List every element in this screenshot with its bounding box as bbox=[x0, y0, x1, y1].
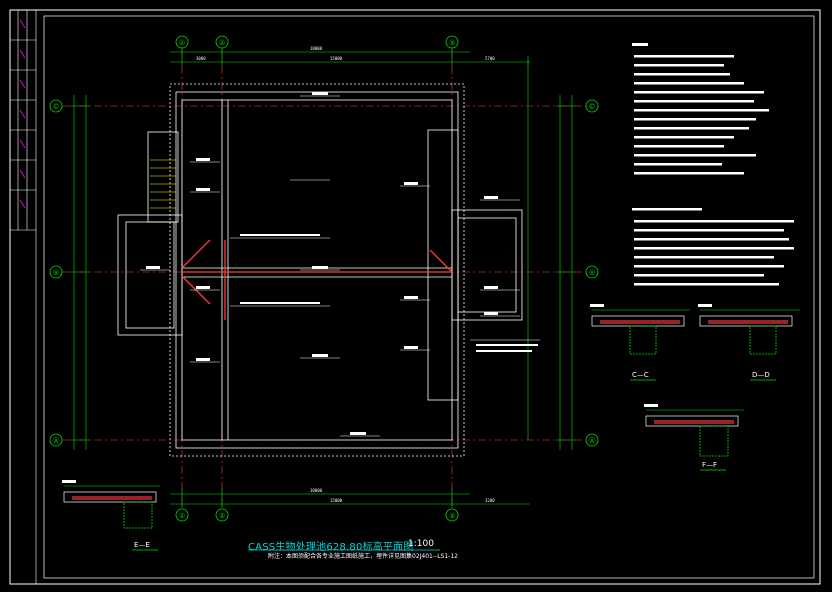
svg-text:15000: 15000 bbox=[330, 498, 343, 503]
axis-label-row-a-right: Ⓐ bbox=[589, 437, 596, 445]
pipe-network bbox=[181, 239, 453, 320]
section-f-f bbox=[644, 404, 744, 457]
svg-text:15000: 15000 bbox=[330, 56, 343, 61]
axis-label-col-1: ① bbox=[179, 39, 185, 47]
svg-text:5700: 5700 bbox=[485, 56, 495, 61]
drawing-note: 附注：本图须配合各专业施工图纸施工，埋件详见图集02J401--LS1-12 bbox=[268, 553, 458, 560]
axis-label-row-c: © bbox=[53, 103, 60, 111]
notes-block bbox=[632, 43, 794, 286]
section-label-d-d: D—D bbox=[752, 371, 770, 379]
svg-text:18000: 18000 bbox=[310, 488, 323, 493]
axis-grid-lines bbox=[62, 50, 595, 515]
drawing-scale: 1:100 bbox=[408, 539, 434, 549]
axis-label-col-1-bottom: ① bbox=[179, 512, 185, 520]
section-label-c-c: C—C bbox=[632, 371, 649, 379]
axis-bubble-labels: ① ② ③ ① ② ③ © ® Ⓐ © ® Ⓐ bbox=[53, 39, 596, 520]
axis-label-col-3: ③ bbox=[449, 39, 455, 47]
section-label-e-e: E—E bbox=[134, 541, 150, 549]
axis-label-row-a: Ⓐ bbox=[53, 437, 60, 445]
annotation-tags bbox=[140, 95, 540, 437]
svg-text:3000: 3000 bbox=[196, 56, 206, 61]
title-block-marks bbox=[19, 19, 26, 209]
section-e-e bbox=[62, 480, 160, 529]
axis-label-row-b-right: ® bbox=[589, 269, 596, 277]
inner-border bbox=[43, 15, 815, 579]
svg-text:3200: 3200 bbox=[485, 498, 495, 503]
dimension-lines bbox=[70, 46, 576, 508]
axis-bubbles bbox=[49, 35, 599, 522]
axis-label-row-b: ® bbox=[53, 269, 60, 277]
section-d-d bbox=[698, 304, 800, 355]
title-block-strip bbox=[9, 9, 37, 585]
section-label-f-f: F—F bbox=[702, 461, 718, 469]
annotation-ticks bbox=[146, 92, 538, 435]
axis-label-col-2: ② bbox=[219, 39, 225, 47]
axis-label-col-3-bottom: ③ bbox=[449, 512, 455, 520]
axis-label-row-c-right: © bbox=[589, 103, 596, 111]
dimension-numbers: 18000 3000 15000 5700 18000 15000 3200 bbox=[196, 46, 495, 503]
axis-label-col-2-bottom: ② bbox=[219, 512, 225, 520]
section-c-c bbox=[590, 304, 690, 355]
drawing-title: CASS生物处理池628.80标高平面图 bbox=[248, 542, 414, 553]
svg-text:18000: 18000 bbox=[310, 46, 323, 51]
stair-hatch bbox=[150, 159, 176, 209]
section-underlines bbox=[132, 379, 776, 551]
